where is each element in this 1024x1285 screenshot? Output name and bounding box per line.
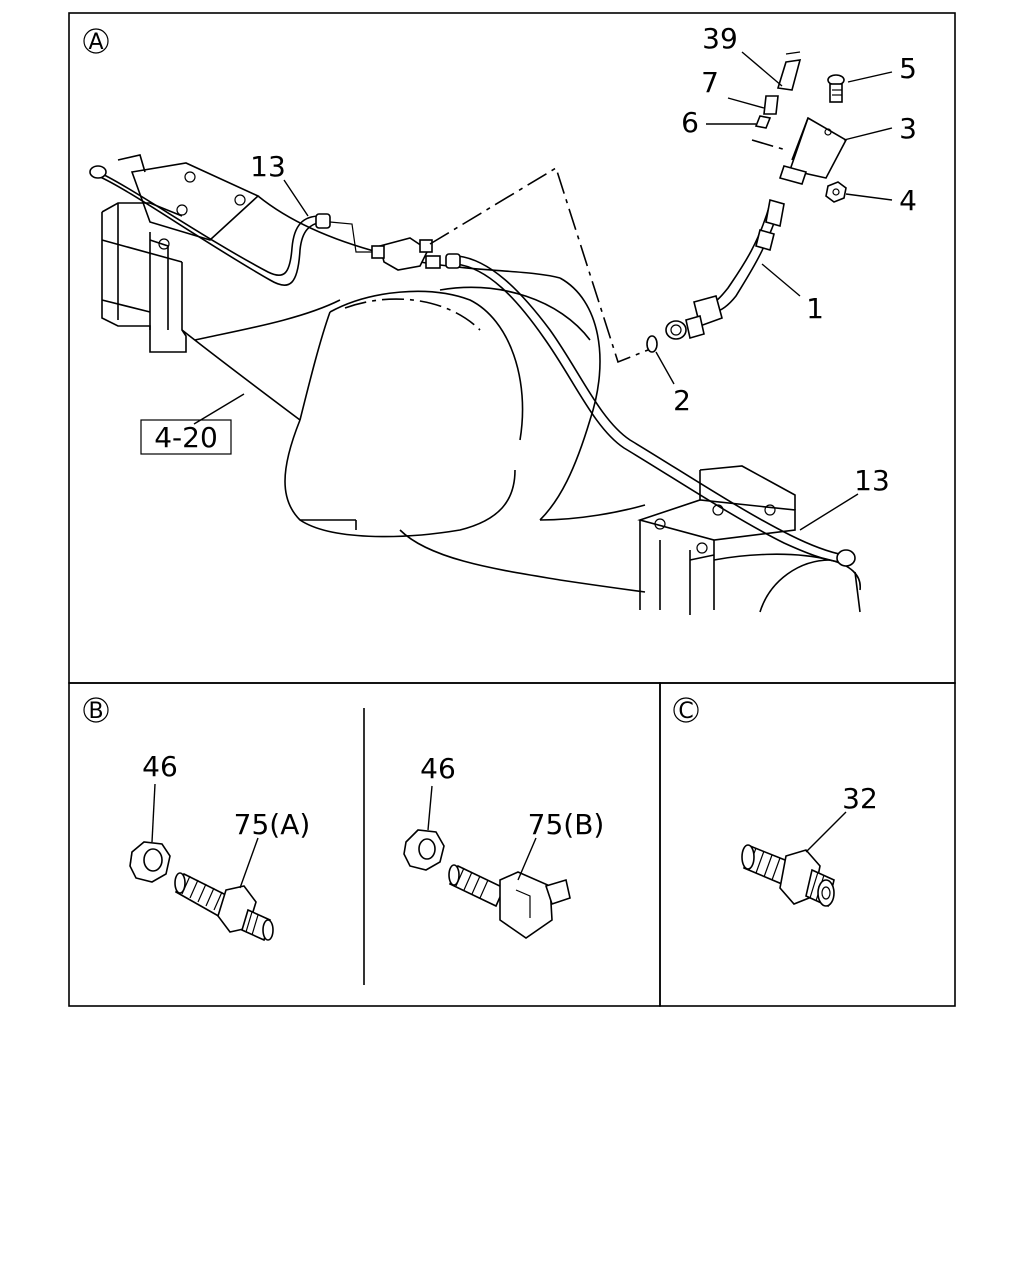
bracket-nut [825,181,847,203]
reference-label: 4-20 [154,421,218,454]
leader-7 [727,97,765,109]
callout-46-left: 46 [142,750,178,783]
svg-text:B: B [88,699,103,724]
panel-a-frame [68,12,956,684]
callout-13-left: 13 [250,150,286,183]
leader-46-right [427,785,433,831]
callout-3: 3 [899,112,917,145]
panel-b-marker: B [83,697,109,724]
callout-46-right: 46 [420,752,456,785]
leader-2 [655,351,675,385]
union-75a [174,872,274,942]
panel-c-marker: C [673,697,699,724]
alignment-line-hose [429,166,649,364]
callout-5: 5 [899,52,917,85]
callout-13-right: 13 [854,464,890,497]
callout-39: 39 [702,22,738,55]
callout-32: 32 [842,782,878,815]
callout-2: 2 [673,384,691,417]
leader-3 [843,127,893,141]
bleeder-cap [776,51,802,91]
leader-ref [193,393,245,425]
leader-46-left [151,783,156,843]
callout-7: 7 [701,66,719,99]
callout-1: 1 [806,292,824,325]
elbow-75b [448,864,571,939]
svg-text:C: C [678,699,693,724]
callout-75b: 75(B) [528,808,605,841]
leader-75a [239,837,259,889]
leader-13-right [799,493,859,531]
callout-75a: 75(A) [234,808,311,841]
leader-32 [805,811,847,853]
reference-box: 4-20 [140,419,232,455]
leader-5 [847,71,893,83]
alignment-line-bracket [751,139,787,151]
nut-46-left [129,841,171,883]
copper-washer [646,335,658,353]
axle-housing [101,154,861,615]
flexible-hose [665,198,785,340]
leader-13-left [283,179,309,217]
callout-6: 6 [681,106,699,139]
leader-1 [761,263,801,297]
leader-75b [517,837,537,881]
leader-39 [741,51,783,87]
leader-4 [845,193,893,201]
callout-4: 4 [899,184,917,217]
panel-c-frame [659,682,956,1007]
three-way-connector [329,221,441,271]
hose-bracket [778,116,848,185]
brake-pipe-right [445,253,856,567]
brake-pipe-left [89,165,331,286]
nut-46-right [403,829,445,871]
svg-text:A: A [88,30,103,55]
connector-32 [741,844,835,908]
bracket-bolt [827,74,845,103]
bleeder-screw [763,95,779,115]
ball [754,115,772,129]
panel-a-marker: A [83,28,109,55]
